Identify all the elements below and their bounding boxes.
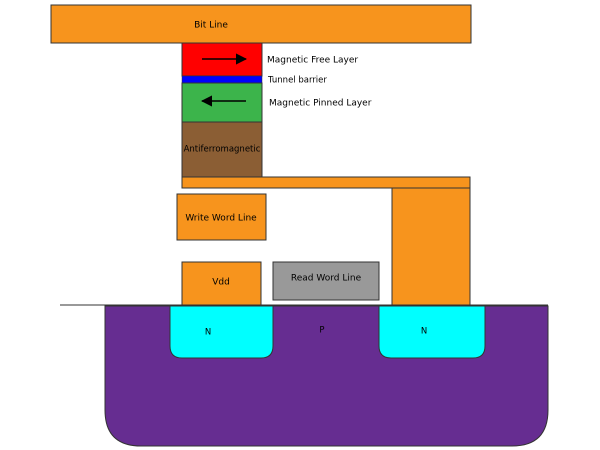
drain-contact: [391, 187, 471, 306]
n-well-right: [378, 305, 486, 359]
read-word-line: [272, 261, 380, 301]
antiferromagnetic-label: Antiferromagnetic: [184, 145, 261, 155]
n-right-label: N: [421, 327, 427, 337]
n-well-left: [169, 305, 274, 359]
pinned-layer-label: Magnetic Pinned Layer: [269, 99, 372, 109]
bottom-electrode-strap: [181, 176, 471, 189]
tunnel-barrier-label: Tunnel barrier: [267, 76, 327, 86]
vdd-label: Vdd: [212, 278, 230, 288]
bit-line: [50, 4, 472, 44]
write-word-line-label: Write Word Line: [185, 214, 257, 224]
n-left-label: N: [205, 328, 211, 338]
bit-line-label: Bit Line: [194, 21, 228, 31]
vdd-contact: [181, 261, 262, 306]
antiferromagnetic-layer: [181, 121, 263, 178]
read-word-line-label: Read Word Line: [291, 274, 362, 284]
p-substrate-label: P: [319, 326, 324, 336]
write-word-line: [176, 193, 267, 241]
tunnel-barrier: [181, 75, 263, 84]
free-layer-label: Magnetic Free Layer: [267, 56, 358, 66]
pinned-layer: [181, 82, 263, 123]
